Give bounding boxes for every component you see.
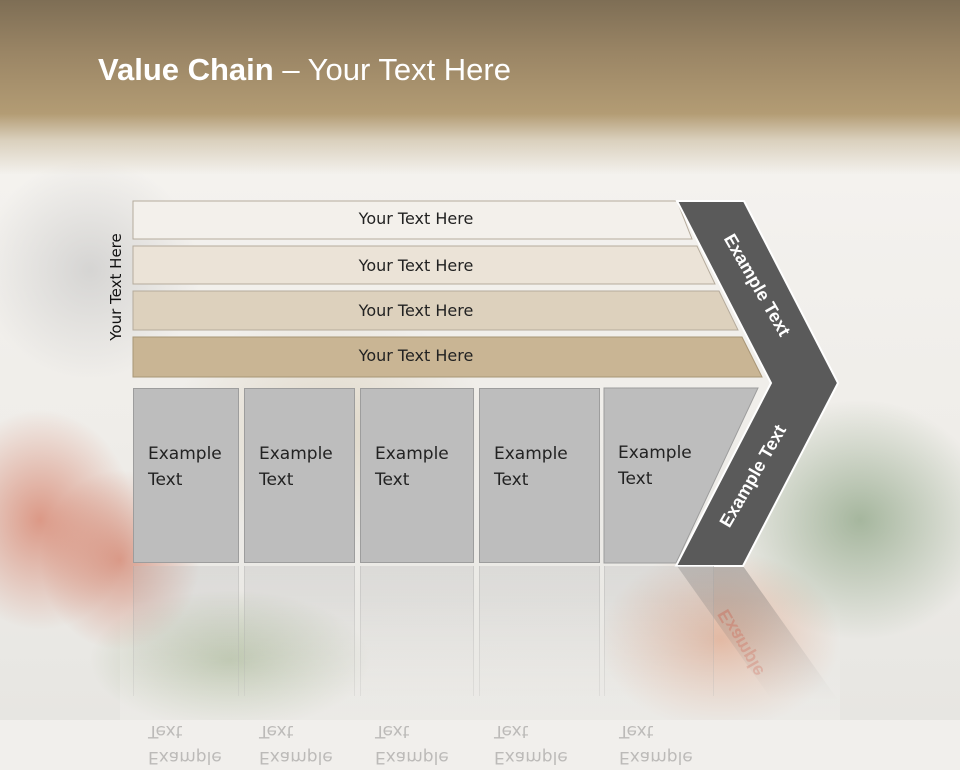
page-title-rest: – Your Text Here (273, 52, 511, 87)
bar-3-shape (132, 290, 739, 331)
value-chain-diagram: Example Text Example Text Example (132, 200, 840, 700)
page-title: Value Chain – Your Text Here (98, 52, 511, 88)
bar-3-label: Your Text Here (358, 301, 474, 320)
bar-1-label: Your Text Here (358, 209, 474, 228)
page-title-bold: Value Chain (98, 52, 274, 87)
box-5-shape (603, 387, 759, 564)
chevron-reflection (677, 566, 838, 700)
bar-2-shape (132, 245, 716, 285)
bar-2-label: Your Text Here (358, 256, 474, 275)
reflection-fade (120, 600, 840, 720)
bar-1-shape (132, 200, 693, 240)
bar-4-shape (132, 336, 763, 378)
title-band (0, 0, 960, 175)
bar-4-label: Your Text Here (358, 346, 474, 365)
chevron-arrow (674, 200, 840, 567)
